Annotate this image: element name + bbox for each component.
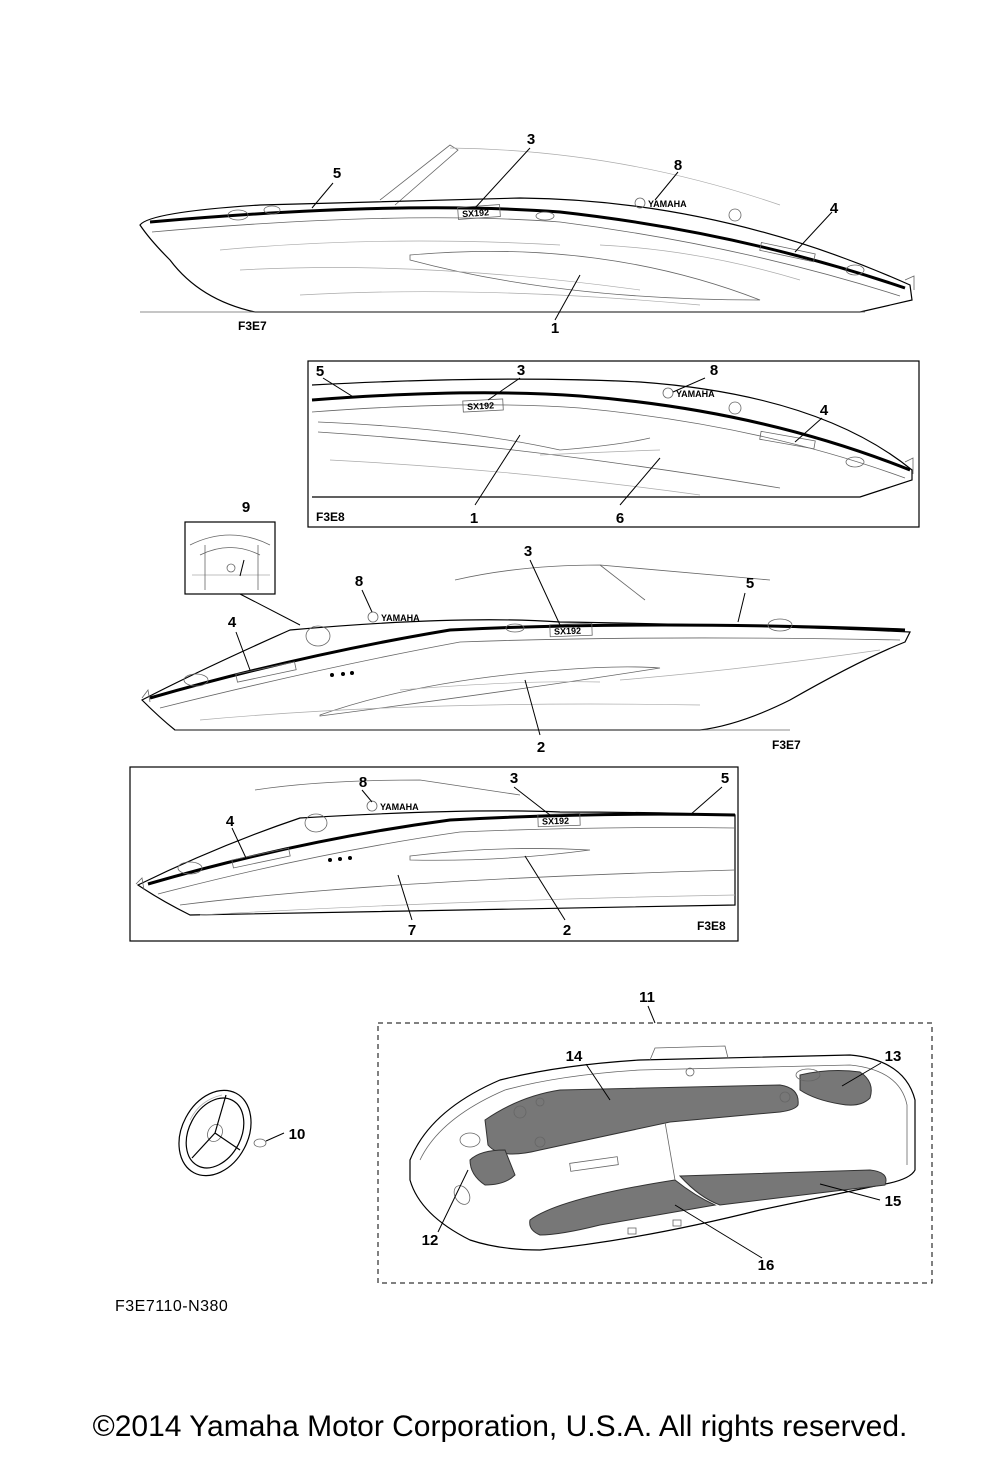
mat-15	[678, 1169, 887, 1206]
callout-15: 15	[885, 1193, 902, 1210]
mat-14	[484, 1084, 799, 1155]
callout-4: 4	[226, 813, 235, 830]
view-3-inset-stern	[184, 521, 276, 595]
view-2-frame	[307, 360, 920, 528]
deck-mat-assembly	[409, 1045, 916, 1251]
callout-5: 5	[746, 575, 754, 592]
model-emblem: SX192	[462, 207, 490, 219]
view-4-port-hull: YAMAHA SX192	[135, 779, 736, 916]
mat-13	[799, 1070, 872, 1106]
mat-set-boundary	[377, 1022, 933, 1284]
callout-13: 13	[885, 1048, 902, 1065]
brand-emblem: YAMAHA	[676, 389, 715, 399]
callout-16: 16	[758, 1257, 775, 1274]
view-code: F3E8	[697, 919, 726, 933]
callout-labels: 1 1 2 2 3 3 3 3 4 4 4 4 5 5 5 5 6 7 8 8 …	[226, 131, 902, 1274]
callout-7: 7	[408, 922, 416, 939]
view-code: F3E8	[316, 510, 345, 524]
view-2-starboard-hull: SX192 YAMAHA	[311, 378, 914, 498]
callout-12: 12	[422, 1232, 439, 1249]
brand-emblem: YAMAHA	[380, 802, 419, 812]
model-emblem: SX192	[542, 816, 569, 827]
callout-2: 2	[563, 922, 571, 939]
callout-8: 8	[674, 157, 682, 174]
callout-5: 5	[721, 770, 729, 787]
brand-emblem: YAMAHA	[381, 613, 420, 623]
callout-8: 8	[710, 362, 718, 379]
callout-1: 1	[551, 320, 559, 337]
mat-12	[469, 1149, 516, 1186]
callout-5: 5	[333, 165, 341, 182]
callout-14: 14	[566, 1048, 583, 1065]
steering-wheel	[178, 1089, 267, 1177]
model-emblem: SX192	[554, 626, 581, 637]
callout-1: 1	[470, 510, 478, 527]
diagram-part-number: F3E7110-N380	[115, 1298, 229, 1315]
callout-3: 3	[510, 770, 518, 787]
callout-3: 3	[524, 543, 532, 560]
brand-emblem: YAMAHA	[648, 199, 687, 209]
callout-3: 3	[517, 362, 525, 379]
view-code: F3E7	[772, 738, 801, 752]
callout-8: 8	[359, 774, 367, 791]
callout-9: 9	[242, 499, 250, 516]
callout-10: 10	[289, 1126, 306, 1143]
view-3-port-hull: YAMAHA SX192	[140, 564, 911, 731]
callout-4: 4	[820, 402, 829, 419]
view-4-frame	[129, 766, 739, 942]
callout-4: 4	[830, 200, 839, 217]
copyright-notice: ©2014 Yamaha Motor Corporation, U.S.A. A…	[92, 1410, 908, 1443]
callout-11: 11	[639, 989, 655, 1006]
callout-3: 3	[527, 131, 535, 148]
view-code: F3E7	[238, 319, 267, 333]
callout-6: 6	[616, 510, 624, 527]
callout-4: 4	[228, 614, 237, 631]
mat-16	[529, 1179, 717, 1236]
wheel-center-emblem	[253, 1138, 267, 1148]
callout-8: 8	[355, 573, 363, 590]
callout-5: 5	[316, 363, 324, 380]
view-1-starboard-hull: SX192 YAMAHA	[139, 144, 915, 313]
callout-2: 2	[537, 739, 545, 756]
model-emblem: SX192	[467, 400, 495, 411]
